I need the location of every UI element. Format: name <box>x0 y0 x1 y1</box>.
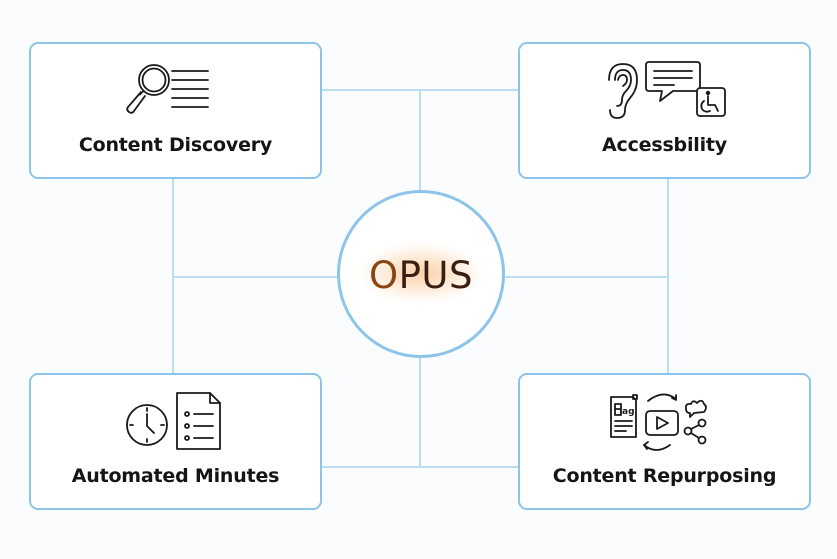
hub-title-rest: PUS <box>398 253 473 297</box>
node-label: Accessbility <box>602 134 727 156</box>
node-content-repurposing: ag Content Repurposing <box>518 373 811 510</box>
node-accessibility: Accessbility <box>518 42 811 179</box>
node-content-discovery: Content Discovery <box>29 42 322 179</box>
hub-title: OPUS <box>369 254 473 297</box>
node-automated-minutes: Automated Minutes <box>29 373 322 510</box>
node-label: Content Repurposing <box>552 465 777 487</box>
node-label: Content Discovery <box>78 134 273 156</box>
ear-speech-wheelchair-icon <box>603 58 727 122</box>
hub-title-first-letter: O <box>368 253 399 297</box>
svg-text:ag: ag <box>622 407 635 417</box>
node-label: Automated Minutes <box>71 465 280 487</box>
center-hub: OPUS <box>337 190 505 358</box>
magnifier-text-icon <box>124 58 228 122</box>
clock-checklist-icon <box>124 389 228 453</box>
hub-glow <box>362 245 480 301</box>
repurposing-cycle-icon: ag <box>608 389 722 453</box>
